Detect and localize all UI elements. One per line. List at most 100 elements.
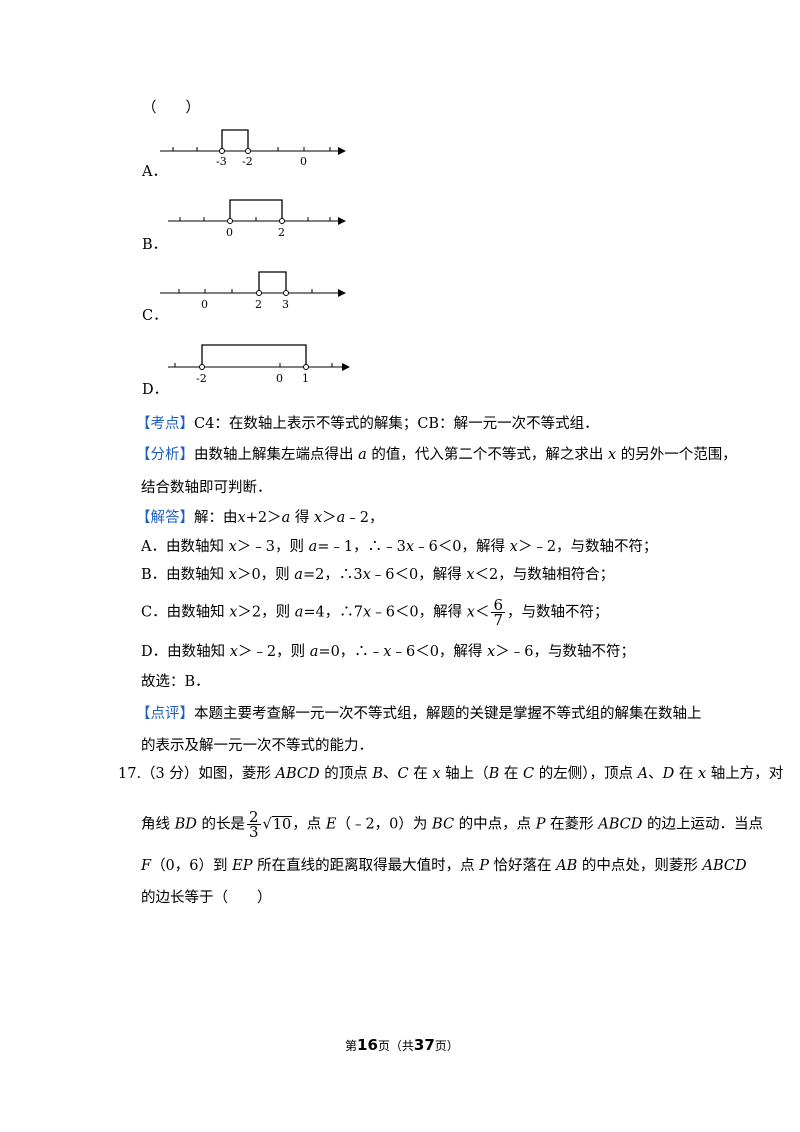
numerator: 2 (247, 808, 261, 826)
denominator: 7 (493, 611, 503, 629)
text: 的长是 (196, 816, 245, 833)
var: x (363, 604, 372, 621)
var: a (281, 510, 291, 526)
tick-label: 1 (302, 372, 309, 385)
option-label-d: D． (142, 382, 169, 398)
var: x (313, 510, 323, 526)
tick-label: -2 (242, 155, 253, 168)
text: 页） (434, 1039, 459, 1053)
text: ﹣6＜0，解得 (371, 604, 467, 621)
var: BC (432, 816, 455, 833)
sqrt-sign: √ (262, 816, 272, 833)
text: 、 (383, 766, 398, 782)
solution-line-a: A．由数轴知 x＞﹣3，则 a=﹣1，∴﹣3x﹣6＜0，解得 x＞﹣2，与数轴不… (141, 537, 658, 557)
text: ＞2，则 (237, 604, 295, 621)
text: 的顶点 (319, 766, 373, 782)
text: 轴上方，对 (706, 766, 784, 782)
fenxi-line-2: 结合数轴即可判断． (141, 480, 272, 496)
text: 页（共 (377, 1039, 414, 1053)
tick-label: 2 (278, 226, 285, 239)
var: a (294, 567, 303, 583)
answer-choice: 故选：B． (141, 674, 210, 690)
text: 在菱形 (545, 816, 599, 833)
text: ﹣6＜0，解得 (370, 567, 467, 583)
text: （0，6）到 (151, 858, 233, 874)
tick-label: -2 (196, 372, 207, 385)
var: ABCD (275, 766, 320, 782)
q17-line-1: 17.（3 分）如图，菱形 ABCD 的顶点 B、C 在 x 轴上（B 在 C … (118, 764, 783, 784)
text: ＞0，则 (236, 567, 295, 583)
var: x (362, 567, 371, 583)
tick-label: 0 (276, 372, 283, 385)
var: a (336, 510, 346, 526)
solution-line-b: B．由数轴知 x＞0，则 a=2，∴3x﹣6＜0，解得 x＜2，与数轴相符合； (141, 565, 614, 585)
text: 由数轴上解集左端点得出 (194, 447, 354, 463)
text: =4，∴7 (303, 604, 364, 621)
text: 的另外一个范围， (620, 447, 737, 463)
var: EP (232, 858, 253, 874)
fenxi-tag: 【分析】 (136, 447, 194, 463)
fenxi-line-1: 【分析】由数轴上解集左端点得出 a 的值，代入第二个不等式，解之求出 x 的另外… (136, 445, 737, 465)
var: BD (174, 816, 197, 833)
tick-label: 2 (255, 298, 262, 311)
page-total: 37 (413, 1036, 435, 1054)
number-line-a: -3 -2 0 (160, 129, 346, 168)
var: a (309, 644, 319, 660)
var: x (229, 644, 238, 660)
var: x (405, 539, 415, 555)
text: A．由数轴知 (141, 539, 229, 555)
var: E (325, 816, 337, 833)
tick-label: 0 (300, 155, 307, 168)
text: 恰好落在 (488, 858, 557, 874)
tick-label: 3 (282, 298, 289, 311)
text: 第 (345, 1039, 358, 1053)
option-label-c: C． (142, 308, 168, 324)
var: B (488, 766, 500, 782)
text: 的中点，点 (454, 816, 536, 833)
denominator: 3 (249, 823, 259, 841)
option-label-b: B． (142, 237, 168, 253)
text: 角线 (141, 816, 175, 833)
var: x (228, 567, 237, 583)
option-label-a: A． (142, 164, 167, 180)
var: x (229, 604, 238, 621)
page-number: 16 (357, 1036, 378, 1054)
tick-label: 0 (226, 226, 233, 239)
text: （﹣2，0）为 (336, 816, 433, 833)
tick-label: 0 (201, 298, 208, 311)
text: ＞﹣2，与数轴不符； (517, 539, 658, 555)
text: =2，∴3 (302, 567, 363, 583)
answer-paren: （ ） (142, 100, 200, 116)
radicand: 10 (271, 815, 293, 833)
text: 、 (648, 766, 663, 782)
text: 17.（3 分）如图，菱形 (118, 766, 276, 782)
dianping-line-1: 【点评】本题主要考查解一元一次不等式组，解题的关键是掌握不等式组的解集在数轴上 (136, 704, 702, 724)
page-footer: 第16页（共37页） (345, 1036, 459, 1054)
text: ，点 (292, 816, 326, 833)
text: ＞﹣6，与数轴不符； (495, 644, 635, 660)
var: x (237, 510, 246, 526)
text: ﹣6＜0，解得 (414, 539, 510, 555)
q17-line-3: F（0，6）到 EP 所在直线的距离取得最大值时，点 P 恰好落在 AB 的中点… (141, 856, 747, 876)
kaodian-tag: 【考点】 (136, 416, 194, 432)
text: D．由数轴知 (141, 644, 230, 660)
var: x (697, 766, 707, 782)
text: 的中点处，则菱形 (577, 858, 703, 874)
text: ＜2，与数轴相符合； (474, 567, 615, 583)
jieda-line: 【解答】解：由x+2＞a 得 x＞a﹣2， (136, 508, 384, 528)
text: 所在直线的距离取得最大值时，点 (252, 858, 480, 874)
var: a (294, 604, 304, 621)
number-line-d: -2 0 1 (168, 344, 350, 385)
var: x (432, 766, 441, 782)
text: 在 (499, 766, 524, 782)
var: P (479, 858, 489, 874)
var: ABCD (702, 858, 747, 874)
text: 的边上运动．当点 (642, 816, 763, 833)
text: +2＞ (245, 510, 282, 526)
kaodian-line: 【考点】C4：在数轴上表示不等式的解集；CB：解一元一次不等式组． (136, 414, 599, 434)
var: C (397, 766, 409, 782)
